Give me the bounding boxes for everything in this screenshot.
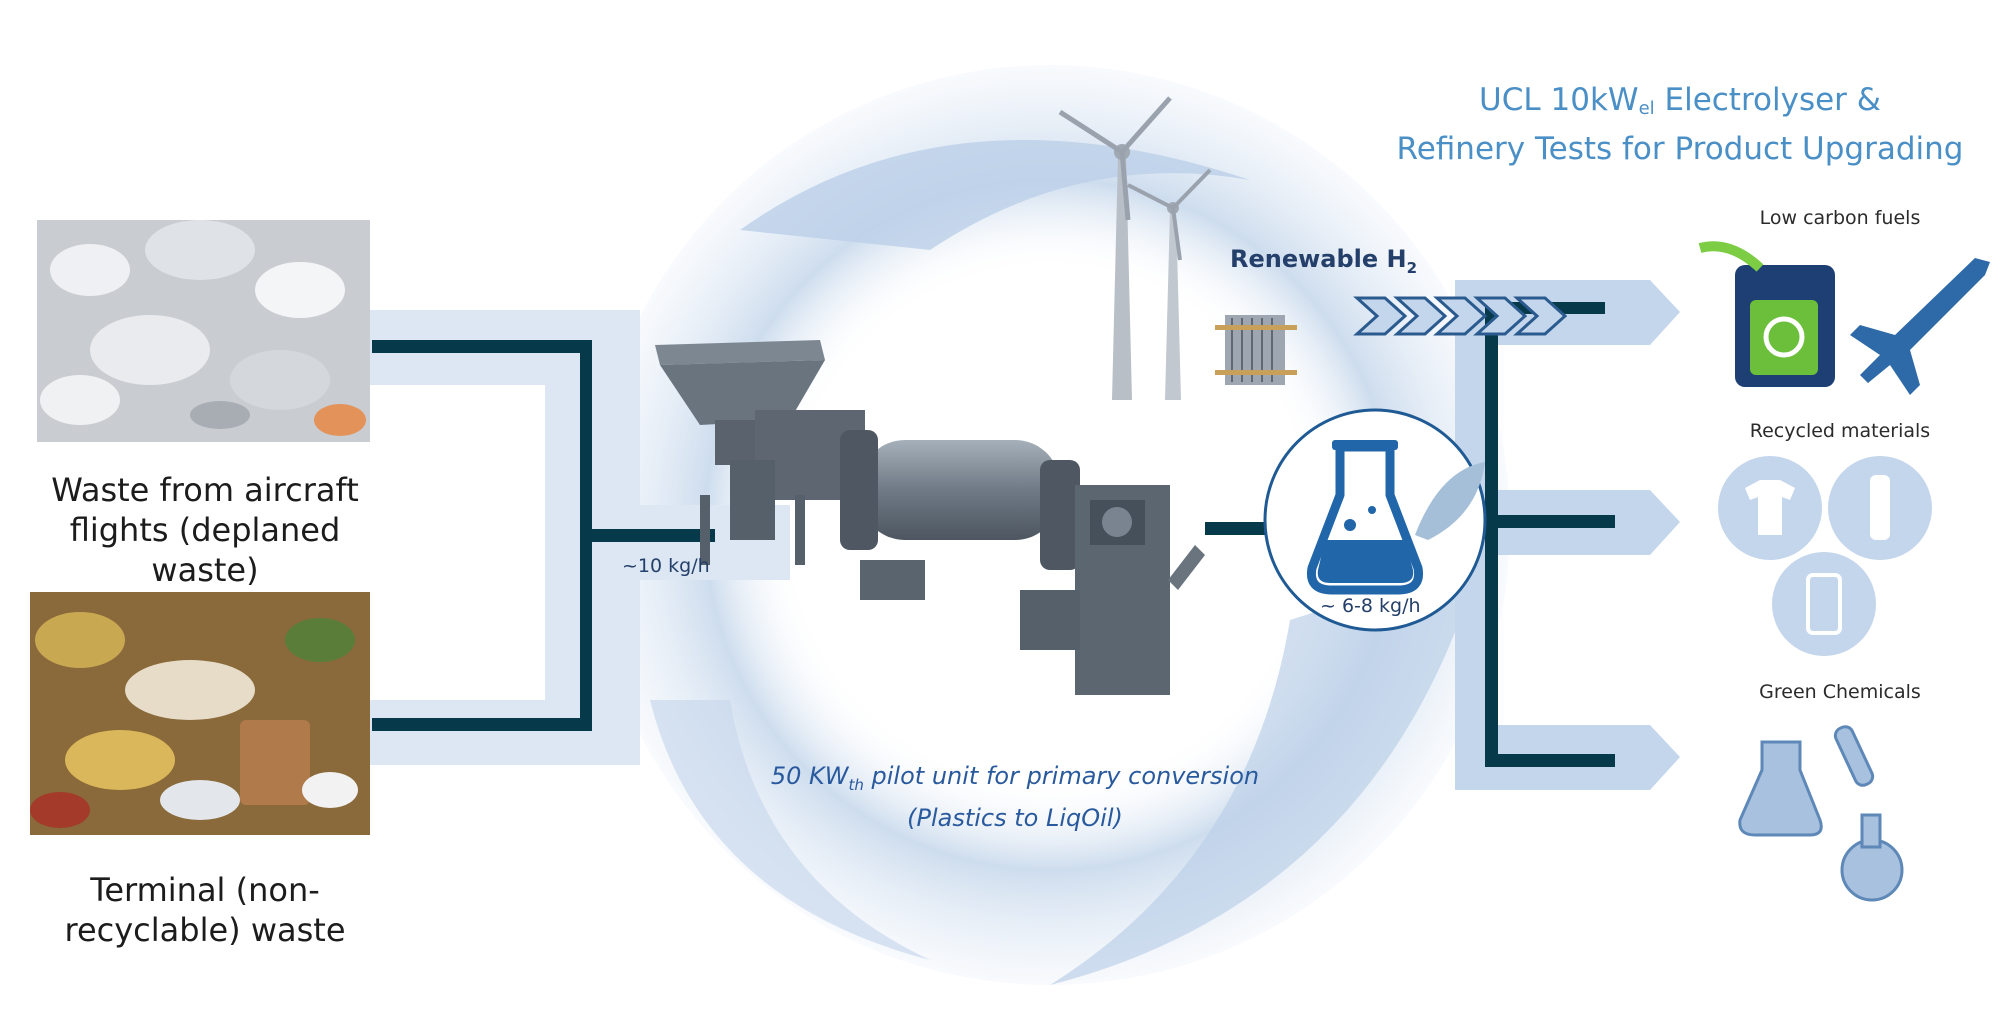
electrolyser-icon — [1215, 315, 1297, 385]
aircraft-waste-line-2: flights (deplaned waste) — [69, 511, 341, 589]
h2-text: Renewable H — [1230, 245, 1407, 273]
liqoil-flask-icon — [1263, 408, 1487, 632]
ucl-title-post: Electrolyser & — [1654, 82, 1881, 118]
terminal-waste-photo — [30, 592, 370, 835]
ucl-title-subscript: el — [1638, 98, 1655, 119]
hydrogen-chevrons — [1353, 296, 1568, 336]
green-chemicals-label: Green Chemicals — [1759, 681, 1921, 703]
pilot-unit-label: 50 KWth pilot unit for primary conversio… — [735, 760, 1295, 835]
ucl-title-line-2: Refinery Tests for Product Upgrading — [1396, 131, 1964, 167]
recycled-materials-label: Recycled materials — [1749, 420, 1931, 442]
pilot-unit-line-2: (Plastics to LiqOil) — [907, 803, 1123, 832]
recycled-materials-icons — [1718, 456, 1932, 656]
pilot-power-subscript: th — [848, 775, 864, 794]
terminal-waste-label: Terminal (non- recyclable) waste — [20, 870, 390, 950]
pilot-reactor-icon — [655, 340, 1205, 695]
pilot-power: 50 KW — [770, 762, 849, 790]
pilot-description: pilot unit for primary conversion — [863, 762, 1260, 790]
input-rate-label: ~10 kg/h — [622, 555, 710, 577]
airplane-icon — [1850, 258, 1990, 395]
h2-subscript: 2 — [1406, 258, 1418, 277]
green-chemicals-icons — [1738, 725, 1904, 902]
ucl-title-line-1: UCL 10kWel Electrolyser & — [1390, 80, 1970, 129]
output-rate-label: ~ 6-8 kg/h — [1320, 595, 1421, 617]
pilot-unit-line-1: 50 KWth pilot unit for primary conversio… — [735, 760, 1295, 802]
aircraft-waste-label: Waste from aircraft flights (deplaned wa… — [20, 470, 390, 590]
renewable-h2-label: Renewable H2 — [1230, 245, 1417, 277]
ucl-title-pre: UCL 10kW — [1479, 82, 1639, 118]
ucl-title: UCL 10kWel Electrolyser & Refinery Tests… — [1390, 80, 1970, 170]
aircraft-waste-line-1: Waste from aircraft — [51, 471, 359, 509]
aircraft-waste-photo — [37, 220, 370, 442]
terminal-waste-line-2: recyclable) waste — [64, 911, 346, 949]
low-carbon-fuels-label: Low carbon fuels — [1759, 207, 1921, 229]
input-pipes — [372, 340, 715, 731]
terminal-waste-line-1: Terminal (non- — [90, 871, 320, 909]
wind-turbine-icon — [1058, 96, 1212, 400]
fuel-canister-icon — [1698, 241, 1835, 387]
